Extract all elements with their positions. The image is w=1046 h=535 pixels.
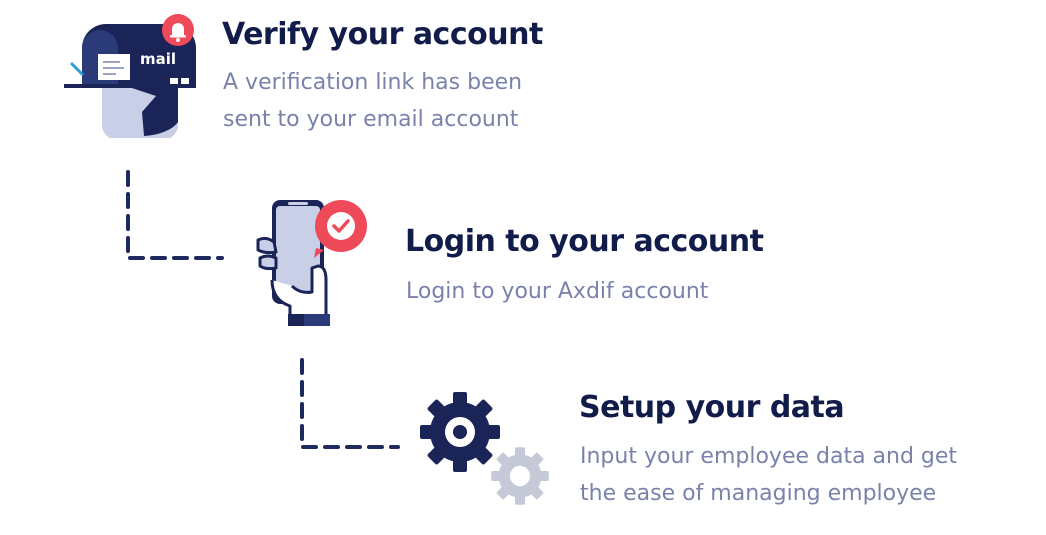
bell-icon: [162, 14, 194, 46]
connector-step1-step2: [126, 170, 224, 260]
small-gear-icon: [491, 447, 549, 505]
mailbox-icon: mail: [64, 14, 196, 138]
step-title-login: Login to your account: [405, 224, 764, 259]
phone-in-hand-icon: [256, 200, 367, 326]
step-description-verify-line1: A verification link has been: [223, 70, 523, 95]
step-title-setup: Setup your data: [579, 390, 845, 425]
step-description-setup-line2: the ease of managing employee: [580, 481, 937, 506]
connector-step2-step3: [300, 358, 400, 449]
step-description-verify-line2: sent to your email account: [223, 107, 519, 132]
gears-icon: [420, 392, 549, 505]
large-gear-icon: [420, 392, 500, 472]
step-description-setup-line1: Input your employee data and get: [580, 444, 958, 469]
check-icon: [314, 200, 367, 258]
step-title-verify: Verify your account: [222, 17, 543, 52]
step-description-login: Login to your Axdif account: [406, 279, 709, 304]
mailbox-label: mail: [140, 50, 176, 68]
